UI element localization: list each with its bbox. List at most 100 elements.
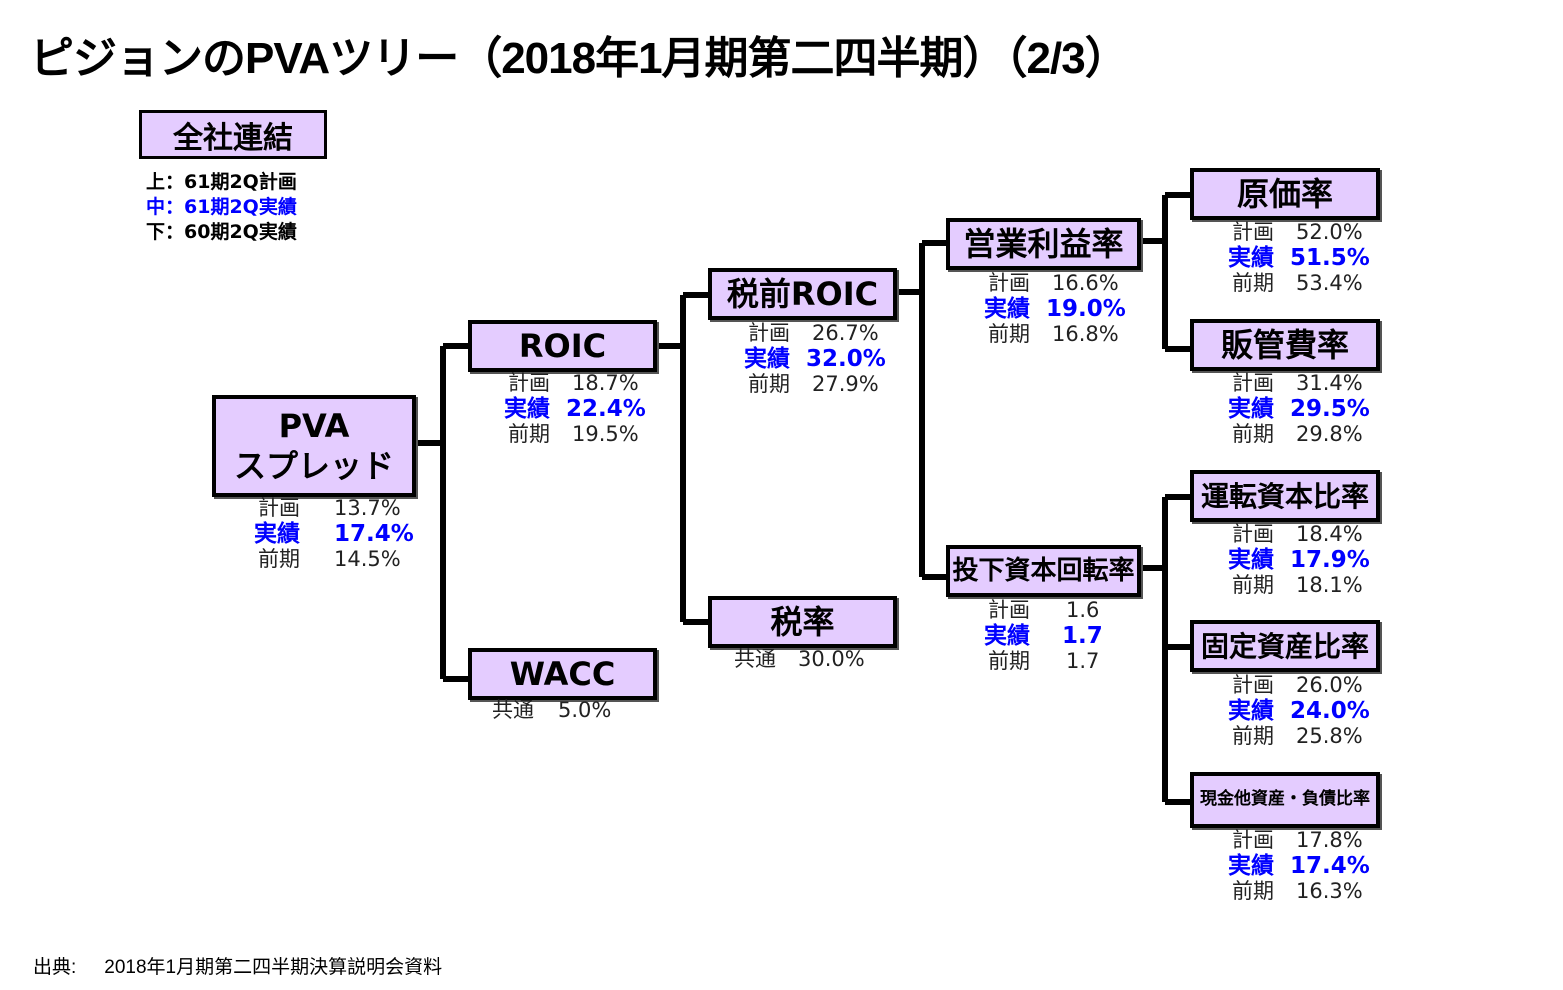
prior-label: 前期 xyxy=(988,322,1030,346)
plan-label: 計画 xyxy=(1232,828,1274,852)
actual-value: 51.5% xyxy=(1290,244,1370,271)
node-tax-rate-values: 共通 30.0% xyxy=(732,647,865,673)
actual-label: 実績 xyxy=(1228,395,1274,422)
node-sga-ratio: 販管費率 xyxy=(1190,319,1380,371)
actual-value: 17.9% xyxy=(1290,546,1370,573)
plan-label: 計画 xyxy=(1232,220,1274,244)
node-capital-turnover-values: 計画 1.6 実績 1.7 前期 1.7 xyxy=(950,598,1103,675)
node-roic: ROIC xyxy=(468,320,657,372)
actual-value: 29.5% xyxy=(1290,395,1370,422)
actual-label: 実績 xyxy=(1228,546,1274,573)
actual-label: 実績 xyxy=(984,622,1030,649)
prior-value: 16.3% xyxy=(1296,879,1363,903)
node-pretax-roic: 税前ROIC xyxy=(708,268,897,320)
plan-label: 計画 xyxy=(988,598,1030,622)
node-operating-margin: 営業利益率 xyxy=(946,218,1141,270)
actual-value: 24.0% xyxy=(1290,697,1370,724)
common-value: 5.0% xyxy=(558,698,612,722)
actual-label: 実績 xyxy=(254,520,300,547)
actual-value: 17.4% xyxy=(334,520,414,547)
legend-line-prior: 下：60期2Q実績 xyxy=(146,221,297,243)
connector-turnover xyxy=(1140,494,1192,805)
scope-label: 全社連結 xyxy=(139,110,327,159)
prior-label: 前期 xyxy=(1232,573,1274,597)
plan-value: 26.7% xyxy=(812,321,879,345)
actual-value: 1.7 xyxy=(1062,622,1103,649)
prior-label: 前期 xyxy=(1232,271,1274,295)
actual-label: 実績 xyxy=(504,395,550,422)
prior-value: 53.4% xyxy=(1296,271,1363,295)
plan-label: 計画 xyxy=(1232,522,1274,546)
actual-label: 実績 xyxy=(984,295,1030,322)
node-tax-rate: 税率 xyxy=(708,596,897,648)
plan-value: 13.7% xyxy=(334,496,401,520)
legend: 上：61期2Q計画 中：61期2Q実績 下：60期2Q実績 xyxy=(146,170,297,245)
plan-label: 計画 xyxy=(988,271,1030,295)
node-pva-values: 計画 13.7% 実績 17.4% 前期 14.5% xyxy=(222,496,414,573)
source-text: 2018年1月期第二四半期決算説明会資料 xyxy=(104,957,443,978)
prior-value: 16.8% xyxy=(1052,322,1119,346)
plan-value: 26.0% xyxy=(1296,673,1363,697)
node-operating-margin-values: 計画 16.6% 実績 19.0% 前期 16.8% xyxy=(950,271,1126,348)
actual-label: 実績 xyxy=(1228,852,1274,879)
plan-value: 31.4% xyxy=(1296,371,1363,395)
node-pva-title-line2: スプレッド xyxy=(233,447,394,485)
prior-label: 前期 xyxy=(258,547,300,571)
node-fixed-asset-ratio: 固定資産比率 xyxy=(1190,620,1380,672)
prior-label: 前期 xyxy=(508,422,550,446)
prior-label: 前期 xyxy=(1232,724,1274,748)
plan-label: 計画 xyxy=(748,321,790,345)
common-label: 共通 xyxy=(492,698,534,722)
page-title: ピジョンのPVAツリー（2018年1月期第二四半期）（2/3） xyxy=(30,34,1129,83)
node-cost-ratio: 原価率 xyxy=(1190,168,1380,220)
legend-line-plan: 上：61期2Q計画 xyxy=(146,171,297,193)
plan-label: 計画 xyxy=(1232,673,1274,697)
prior-value: 29.8% xyxy=(1296,422,1363,446)
source-note: 出典: 2018年1月期第二四半期決算説明会資料 xyxy=(33,952,442,979)
node-cash-other-ratio-values: 計画 17.8% 実績 17.4% 前期 16.3% xyxy=(1194,828,1370,905)
common-value: 30.0% xyxy=(798,647,865,671)
prior-label: 前期 xyxy=(988,649,1030,673)
node-fixed-asset-ratio-values: 計画 26.0% 実績 24.0% 前期 25.8% xyxy=(1194,673,1370,750)
source-label: 出典: xyxy=(33,957,77,978)
plan-value: 52.0% xyxy=(1296,220,1363,244)
node-pva-spread: PVA スプレッド xyxy=(212,395,416,497)
connector-pretax-roic xyxy=(896,240,948,580)
actual-label: 実績 xyxy=(1228,697,1274,724)
actual-label: 実績 xyxy=(744,345,790,372)
legend-line-actual: 中：61期2Q実績 xyxy=(146,196,297,218)
plan-value: 1.6 xyxy=(1066,598,1100,622)
node-wacc-values: 共通 5.0% xyxy=(490,698,611,724)
node-cash-other-ratio: 現金他資産・負債比率 xyxy=(1190,772,1380,828)
actual-value: 17.4% xyxy=(1290,852,1370,879)
plan-label: 計画 xyxy=(258,496,300,520)
connector-op-margin xyxy=(1140,192,1192,352)
prior-label: 前期 xyxy=(1232,879,1274,903)
connector-pva xyxy=(416,343,470,682)
prior-label: 前期 xyxy=(748,372,790,396)
node-cost-ratio-values: 計画 52.0% 実績 51.5% 前期 53.4% xyxy=(1194,220,1370,297)
plan-value: 16.6% xyxy=(1052,271,1119,295)
prior-value: 18.1% xyxy=(1296,573,1363,597)
plan-value: 17.8% xyxy=(1296,828,1363,852)
plan-label: 計画 xyxy=(508,371,550,395)
node-working-capital-ratio: 運転資本比率 xyxy=(1190,470,1380,522)
common-label: 共通 xyxy=(734,647,776,671)
prior-value: 25.8% xyxy=(1296,724,1363,748)
node-wacc: WACC xyxy=(468,648,657,700)
connector-roic xyxy=(656,292,710,625)
actual-label: 実績 xyxy=(1228,244,1274,271)
actual-value: 19.0% xyxy=(1046,295,1126,322)
prior-label: 前期 xyxy=(1232,422,1274,446)
node-capital-turnover: 投下資本回転率 xyxy=(946,545,1141,597)
prior-value: 1.7 xyxy=(1066,649,1100,673)
node-pva-title-line1: PVA xyxy=(278,407,350,445)
prior-value: 14.5% xyxy=(334,547,401,571)
plan-value: 18.7% xyxy=(572,371,639,395)
actual-value: 32.0% xyxy=(806,345,886,372)
